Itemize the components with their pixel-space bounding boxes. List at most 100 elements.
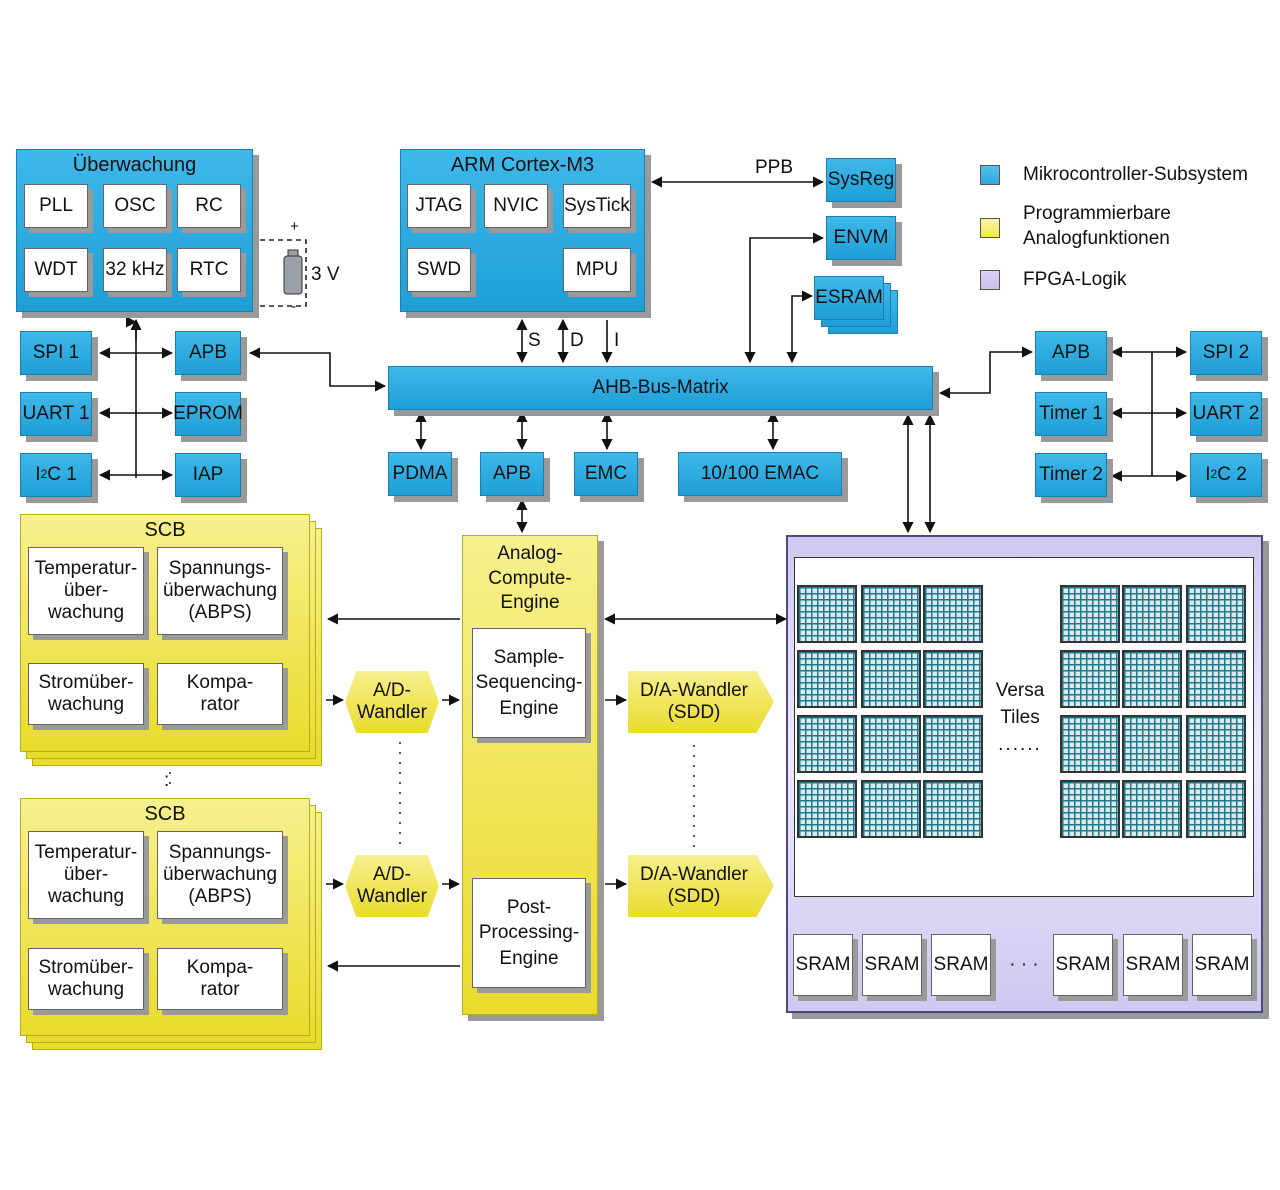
i2c2-label-pre: I <box>1205 464 1211 486</box>
versa-tile-3 <box>923 585 983 643</box>
scb2-temp-box: Temperatur- über- wachung <box>28 831 144 919</box>
cpu-title: ARM Cortex-M3 <box>450 154 595 176</box>
versa-tile-15 <box>923 715 983 773</box>
apb-right-box: APB <box>1035 331 1107 375</box>
versa-tile-18 <box>1186 715 1246 773</box>
i2c1-label-pre: I <box>35 464 41 486</box>
osc-box: OSC <box>103 184 167 228</box>
versa-tile-9 <box>923 650 983 708</box>
versa-tile-19 <box>797 780 857 838</box>
versa-tile-11 <box>1122 650 1182 708</box>
versa-tile-8 <box>861 650 921 708</box>
scb2-current-box: Stromüber- wachung <box>28 948 144 1010</box>
legend-analog-label: Programmierbare Analogfunktionen <box>1023 202 1171 251</box>
apb-left-box: APB <box>175 331 241 375</box>
scb2-volt-box: Spannungs- überwachung (ABPS) <box>157 831 283 919</box>
scb1-comp-box: Kompa- rator <box>157 663 283 725</box>
ahb-bus-matrix: AHB-Bus-Matrix <box>388 366 933 410</box>
versa-tiles-label: Versa Tiles <box>995 680 1045 728</box>
battery-voltage: 3 V <box>311 264 340 285</box>
sse-box: Sample- Sequencing- Engine <box>472 628 586 738</box>
sram-box-3: SRAM <box>931 934 991 996</box>
pdma-box: PDMA <box>388 452 452 496</box>
legend-analog-line2: Analogfunktionen <box>1023 227 1170 249</box>
timer2-box: Timer 2 <box>1035 453 1107 497</box>
spi2-box: SPI 2 <box>1190 331 1262 375</box>
timer1-box: Timer 1 <box>1035 392 1107 436</box>
mpu-box: MPU <box>563 248 631 292</box>
versa-tile-1 <box>797 585 857 643</box>
sram-box-6: SRAM <box>1192 934 1252 996</box>
scb1-temp-box: Temperatur- über- wachung <box>28 547 144 635</box>
versa-tile-10 <box>1060 650 1120 708</box>
emc-box: EMC <box>574 452 638 496</box>
rtc-box: RTC <box>177 248 241 292</box>
versa-tile-20 <box>861 780 921 838</box>
dac1-box: D/A-Wandler (SDD) <box>628 671 774 733</box>
legend-swatch-fpga <box>980 270 1000 290</box>
scb1-volt-box: Spannungs- überwachung (ABPS) <box>157 547 283 635</box>
iap-box: IAP <box>175 453 241 497</box>
legend-analog-line1: Programmierbare <box>1023 203 1171 224</box>
monitoring-title: Überwachung <box>72 154 197 176</box>
versa-tile-17 <box>1122 715 1182 773</box>
versa-tile-5 <box>1122 585 1182 643</box>
uart1-box: UART 1 <box>20 392 92 436</box>
wdt-box: WDT <box>24 248 88 292</box>
battery-minus: - <box>291 298 296 315</box>
swd-box: SWD <box>407 248 471 292</box>
sram-dots: · · · <box>1009 954 1039 976</box>
apb-center-box: APB <box>480 452 544 496</box>
scb2-title: SCB <box>144 803 186 825</box>
versa-tile-14 <box>861 715 921 773</box>
sram-box-4: SRAM <box>1053 934 1113 996</box>
scb1-current-box: Stromüber- wachung <box>28 663 144 725</box>
rc-box: RC <box>177 184 241 228</box>
legend-swatch-mcu <box>980 165 1000 185</box>
i2c2-label-sup: 2 <box>1210 467 1218 482</box>
ace-title: Analog- Compute- Engine <box>488 543 572 614</box>
sram-box-5: SRAM <box>1123 934 1183 996</box>
bus-label-d: D <box>570 330 584 351</box>
bus-label-s: S <box>528 330 541 351</box>
dac2-box: D/A-Wandler (SDD) <box>628 855 774 917</box>
versa-tile-16 <box>1060 715 1120 773</box>
sram-box-2: SRAM <box>862 934 922 996</box>
versa-tile-4 <box>1060 585 1120 643</box>
versa-tile-22 <box>1060 780 1120 838</box>
versa-tile-24 <box>1186 780 1246 838</box>
emac-box: 10/100 EMAC <box>678 452 842 496</box>
versa-tile-12 <box>1186 650 1246 708</box>
scb-vertical-dots: : <box>164 770 170 791</box>
ppe-box: Post- Processing- Engine <box>472 878 586 988</box>
adc1-box: A/D- Wandler <box>345 671 439 733</box>
versa-tile-23 <box>1122 780 1182 838</box>
uart2-box: UART 2 <box>1190 392 1262 436</box>
sram-box-1: SRAM <box>793 934 853 996</box>
battery-icon <box>284 256 302 294</box>
bus-label-i: I <box>614 330 620 351</box>
esram-box: ESRAM <box>814 276 884 320</box>
versa-tiles-dots: ...... <box>998 734 1042 756</box>
pll-box: PLL <box>24 184 88 228</box>
i2c1-label-sup: 2 <box>40 467 48 482</box>
battery-plus: + <box>290 218 299 235</box>
nvic-box: NVIC <box>484 184 548 228</box>
scb2-comp-box: Kompa- rator <box>157 948 283 1010</box>
spi1-box: SPI 1 <box>20 331 92 375</box>
versa-tile-13 <box>797 715 857 773</box>
legend-swatch-analog <box>980 218 1000 238</box>
adc2-box: A/D- Wandler <box>345 855 439 917</box>
khz-box: 32 kHz <box>103 248 167 292</box>
bus-label-ppb: PPB <box>755 157 794 178</box>
i2c1-label-post: C 1 <box>47 464 77 486</box>
versa-tile-6 <box>1186 585 1246 643</box>
versa-tile-21 <box>923 780 983 838</box>
jtag-box: JTAG <box>407 184 471 228</box>
envm-box: ENVM <box>826 216 896 260</box>
versa-tile-7 <box>797 650 857 708</box>
